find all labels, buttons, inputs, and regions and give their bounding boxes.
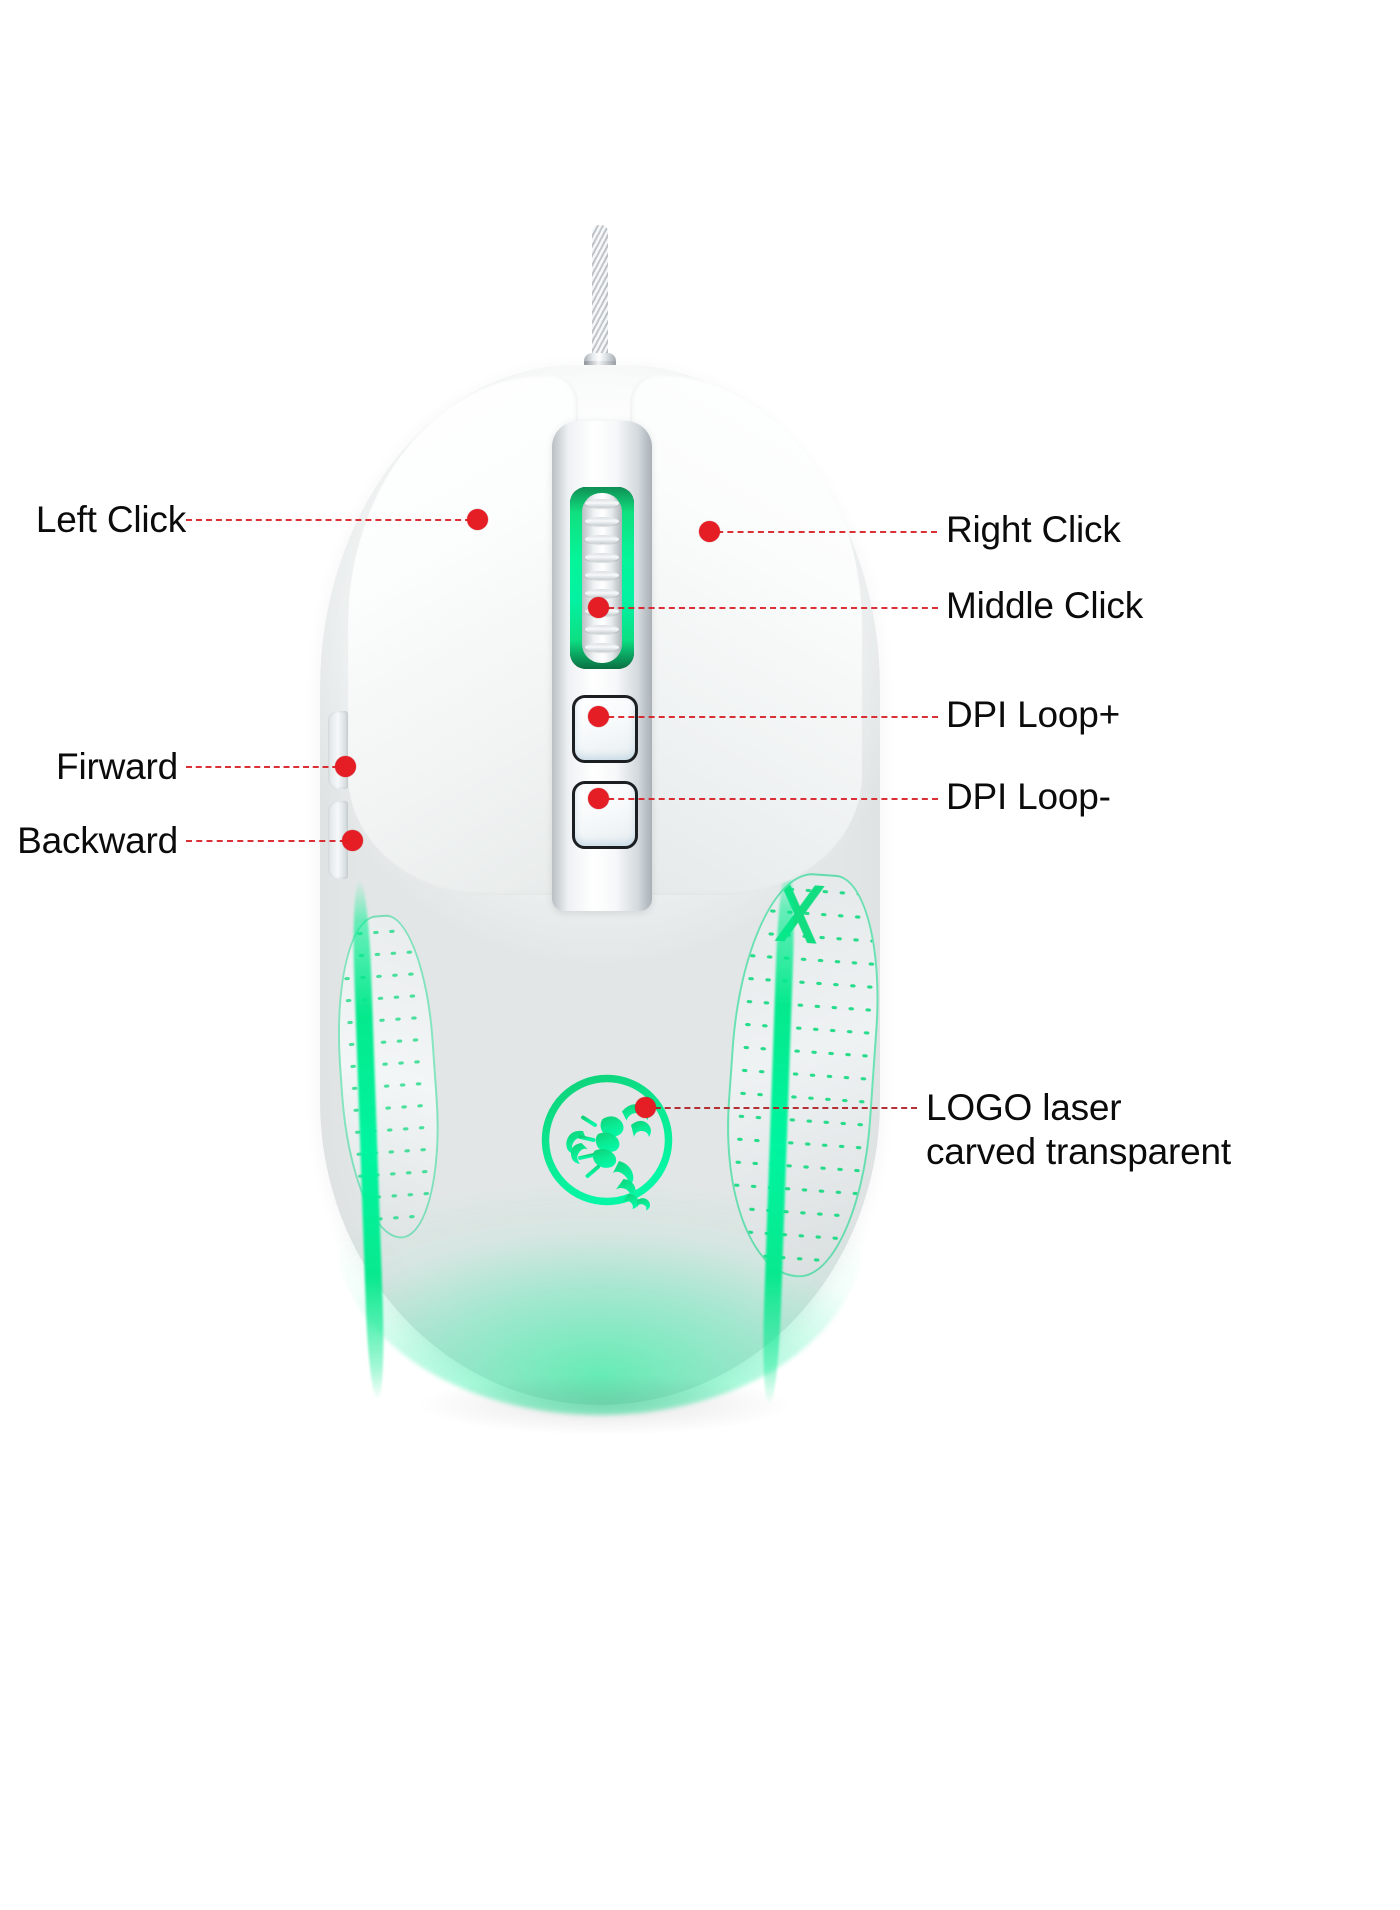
marker-dot-dpi-minus: [588, 788, 609, 809]
leader-line-forward: [186, 766, 348, 768]
dpi-increase-button[interactable]: [572, 695, 638, 763]
leader-line-left-click: [186, 519, 481, 521]
leader-line-middle-click: [598, 607, 938, 609]
marker-dot-forward: [335, 756, 356, 777]
callout-label-dpi-loop-minus: DPI Loop-: [946, 776, 1111, 817]
right-click-button[interactable]: [630, 375, 862, 895]
marker-dot-middle-click: [588, 597, 609, 618]
leader-line-dpi-plus: [598, 716, 938, 718]
callout-label-dpi-loop-plus: DPI Loop+: [946, 694, 1121, 735]
marker-dot-logo: [635, 1097, 656, 1118]
leader-line-backward: [186, 840, 356, 842]
callout-label-middle-click: Middle Click: [946, 585, 1144, 626]
leader-line-right-click: [707, 531, 937, 533]
callout-label-forward: Firward: [56, 746, 178, 787]
marker-dot-left-click: [467, 509, 488, 530]
marker-dot-dpi-plus: [588, 706, 609, 727]
left-click-button[interactable]: [348, 375, 578, 895]
marker-dot-right-click: [699, 521, 720, 542]
callout-label-logo: LOGO laser carved transparent: [926, 1087, 1231, 1172]
forward-side-button[interactable]: [328, 711, 348, 789]
floor-shadow: [420, 1375, 790, 1435]
callout-label-backward: Backward: [17, 820, 178, 861]
usb-cable: [592, 225, 608, 365]
scroll-wheel-well: [570, 487, 634, 669]
leader-line-logo: [645, 1107, 917, 1109]
scorpion-logo: [532, 1065, 682, 1215]
gaming-mouse-illustration: [300, 225, 900, 1435]
callout-label-right-click: Right Click: [946, 509, 1121, 550]
grip-lightning-accent: [755, 881, 846, 946]
marker-dot-backward: [342, 830, 363, 851]
leader-line-dpi-minus: [598, 798, 938, 800]
scroll-wheel[interactable]: [582, 493, 622, 663]
callout-label-left-click: Left Click: [35, 499, 186, 540]
